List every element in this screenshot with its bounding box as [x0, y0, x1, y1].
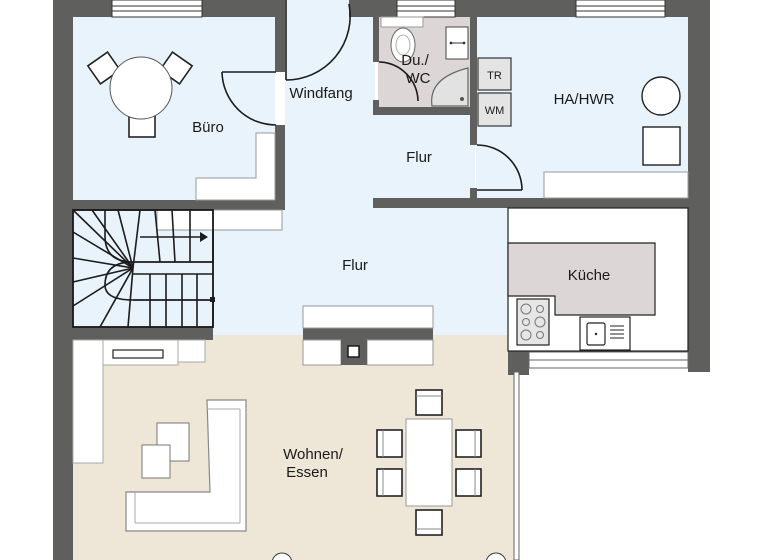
- room-label-wohnen-2: Essen: [286, 464, 328, 481]
- chimney-flue-icon: [347, 345, 360, 358]
- room-label-flur-main: Flur: [342, 257, 368, 274]
- room-buero-floor: [73, 17, 275, 201]
- wall-outer-left: [53, 0, 73, 560]
- heater-unit-icon: [642, 126, 681, 166]
- window-wc: [396, 0, 456, 18]
- hwr-fixtures: TR WM: [477, 57, 689, 199]
- window-terrace-door: [513, 371, 520, 560]
- wall-outer-right-kitchen: [688, 200, 710, 372]
- wall-partition-center: [303, 327, 433, 340]
- svg-text:TR: TR: [487, 70, 502, 82]
- wall-kitchen-left-stub: [508, 351, 529, 375]
- cooktop-icon: [516, 298, 550, 346]
- stair-start-marker: [210, 297, 215, 302]
- flur-sideboard: [302, 305, 434, 366]
- sideboard-left: [72, 339, 104, 464]
- wall-buero-right-upper: [275, 0, 285, 72]
- washer-appliance: WM: [477, 92, 512, 127]
- kitchen-fixtures: [507, 207, 689, 352]
- room-label-wohnen-1: Wohnen/: [283, 446, 344, 463]
- wall-hwr-bottom: [373, 198, 710, 208]
- wall-outer-right-upper: [688, 0, 710, 210]
- dining-chair-icon: [376, 389, 482, 536]
- windows: [111, 0, 689, 560]
- round-table-icon: [109, 56, 173, 120]
- room-flur-upper-floor: [375, 115, 475, 210]
- room-label-buero: Büro: [192, 119, 224, 136]
- door-hwr-swing: [476, 144, 523, 191]
- toilet-icon: [390, 27, 416, 63]
- plant-icon: [271, 552, 293, 560]
- wall-buero-bottom: [53, 200, 285, 210]
- coffee-table-small-icon: [141, 444, 171, 479]
- wall-hwr-left-lower: [470, 188, 477, 200]
- wall-kitchen-right-stub: [688, 351, 710, 372]
- desk-l-shaped: [195, 132, 276, 201]
- window-buero: [111, 0, 203, 18]
- door-entrance-swing: [285, 3, 351, 81]
- shower-tray-icon: [431, 67, 469, 107]
- boiler-tank-icon: [641, 76, 681, 116]
- room-label-du-wc-1: Du./: [401, 52, 429, 69]
- room-label-ha-hwr: HA/HWR: [554, 91, 615, 108]
- tv-icon: [112, 349, 164, 359]
- doors: [221, 0, 523, 191]
- hwr-counter: [543, 171, 689, 199]
- chair-icon: [86, 50, 194, 138]
- stair-landing-top: [156, 209, 283, 231]
- window-kitchen: [528, 351, 689, 369]
- sideboard-small: [177, 339, 206, 363]
- l-sofa-icon: [125, 399, 247, 532]
- room-label-du-wc-2: WC: [406, 70, 431, 87]
- kitchen-sink-icon: [579, 316, 631, 351]
- staircase: [72, 209, 283, 328]
- door-wc-swing: [378, 61, 419, 102]
- buero-furniture: [86, 50, 276, 201]
- living-furniture: [72, 339, 507, 560]
- window-hwr: [575, 0, 666, 18]
- room-label-windfang: Windfang: [289, 85, 352, 102]
- wc-fixtures: [380, 16, 469, 107]
- wall-top-mid: [349, 0, 379, 17]
- kitchen-worktop-grey: [507, 242, 656, 316]
- room-label-kueche: Küche: [568, 267, 611, 284]
- dining-table-icon: [405, 418, 453, 507]
- room-label-flur-upper: Flur: [406, 149, 432, 166]
- wall-buero-right-lower: [275, 125, 285, 210]
- wall-wc-left: [373, 17, 379, 62]
- wall-wc-bottom: [373, 107, 476, 115]
- door-buero-swing: [221, 71, 277, 126]
- dryer-appliance: TR: [477, 57, 512, 91]
- plant-icon: [485, 552, 507, 560]
- wall-stair-bottom: [53, 327, 213, 340]
- svg-text:WM: WM: [485, 105, 505, 117]
- room-windfang-floor: [285, 0, 375, 210]
- toilet-tank: [380, 16, 424, 28]
- wall-wc-right: [470, 17, 477, 145]
